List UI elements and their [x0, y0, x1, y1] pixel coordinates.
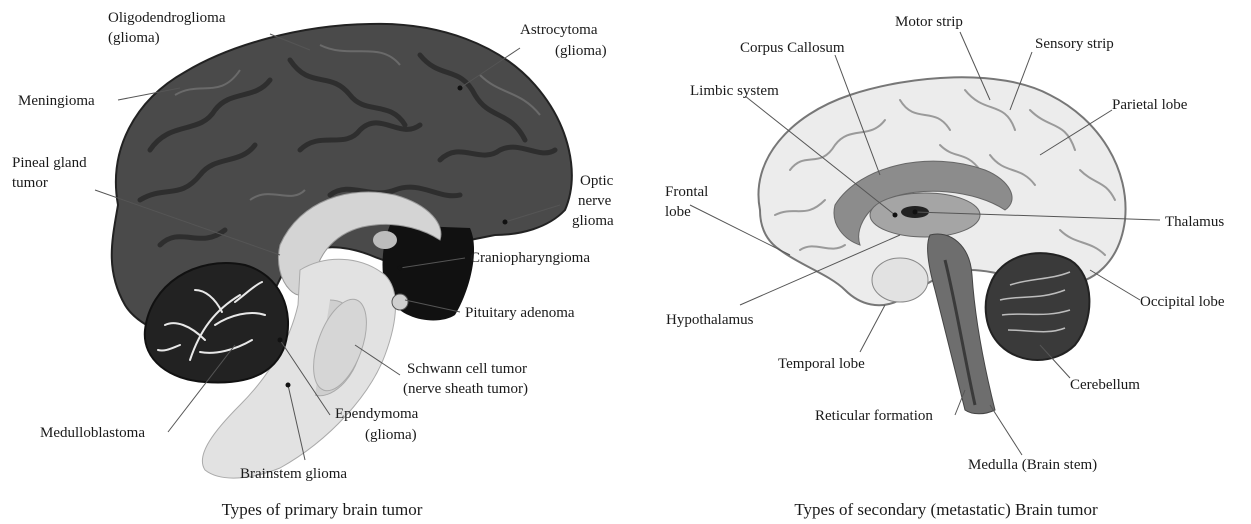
secondary-caption: Types of secondary (metastatic) Brain tu… — [794, 500, 1098, 519]
primary-tumor-panel: Oligodendroglioma (glioma) Astrocytoma (… — [12, 10, 614, 519]
label-pituitary-adenoma: Pituitary adenoma — [465, 305, 575, 321]
label-optic-glioma: glioma — [572, 213, 614, 229]
label-oligodendroglioma: Oligodendroglioma — [108, 10, 226, 26]
label-ependymoma-type: (glioma) — [365, 427, 417, 443]
label-pineal-gland-tumor: tumor — [12, 175, 48, 191]
label-optic-nerve: nerve — [578, 193, 612, 209]
label-astrocytoma: Astrocytoma — [520, 22, 598, 38]
label-hypothalamus: Hypothalamus — [666, 312, 754, 328]
label-frontal: Frontal — [665, 184, 708, 200]
label-astrocytoma-type: (glioma) — [555, 43, 607, 59]
label-corpus-callosum: Corpus Callosum — [740, 40, 845, 56]
label-limbic-system: Limbic system — [690, 83, 779, 99]
secondary-tumor-panel: Motor strip Corpus Callosum Sensory stri… — [665, 14, 1225, 519]
label-reticular-formation: Reticular formation — [815, 408, 933, 424]
label-parietal-lobe: Parietal lobe — [1112, 97, 1188, 113]
label-occipital-lobe: Occipital lobe — [1140, 294, 1225, 310]
label-meningioma: Meningioma — [18, 93, 95, 109]
label-optic: Optic — [580, 173, 614, 189]
label-oligodendroglioma-type: (glioma) — [108, 30, 160, 46]
label-temporal-lobe: Temporal lobe — [778, 356, 865, 372]
label-nerve-sheath-tumor: (nerve sheath tumor) — [403, 381, 528, 397]
label-pineal-gland: Pineal gland — [12, 155, 87, 171]
label-sensory-strip: Sensory strip — [1035, 36, 1114, 52]
label-motor-strip: Motor strip — [895, 14, 963, 30]
label-thalamus: Thalamus — [1165, 214, 1224, 230]
label-medulloblastoma: Medulloblastoma — [40, 425, 145, 441]
label-brainstem-glioma: Brainstem glioma — [240, 466, 347, 482]
label-craniopharyngioma: Craniopharyngioma — [470, 250, 590, 266]
primary-caption: Types of primary brain tumor — [222, 500, 423, 519]
label-cerebellum: Cerebellum — [1070, 377, 1140, 393]
label-medulla: Medulla (Brain stem) — [968, 457, 1097, 473]
label-schwann-cell-tumor: Schwann cell tumor — [407, 361, 527, 377]
label-ependymoma: Ependymoma — [335, 406, 419, 422]
label-frontal-lobe: lobe — [665, 204, 691, 220]
